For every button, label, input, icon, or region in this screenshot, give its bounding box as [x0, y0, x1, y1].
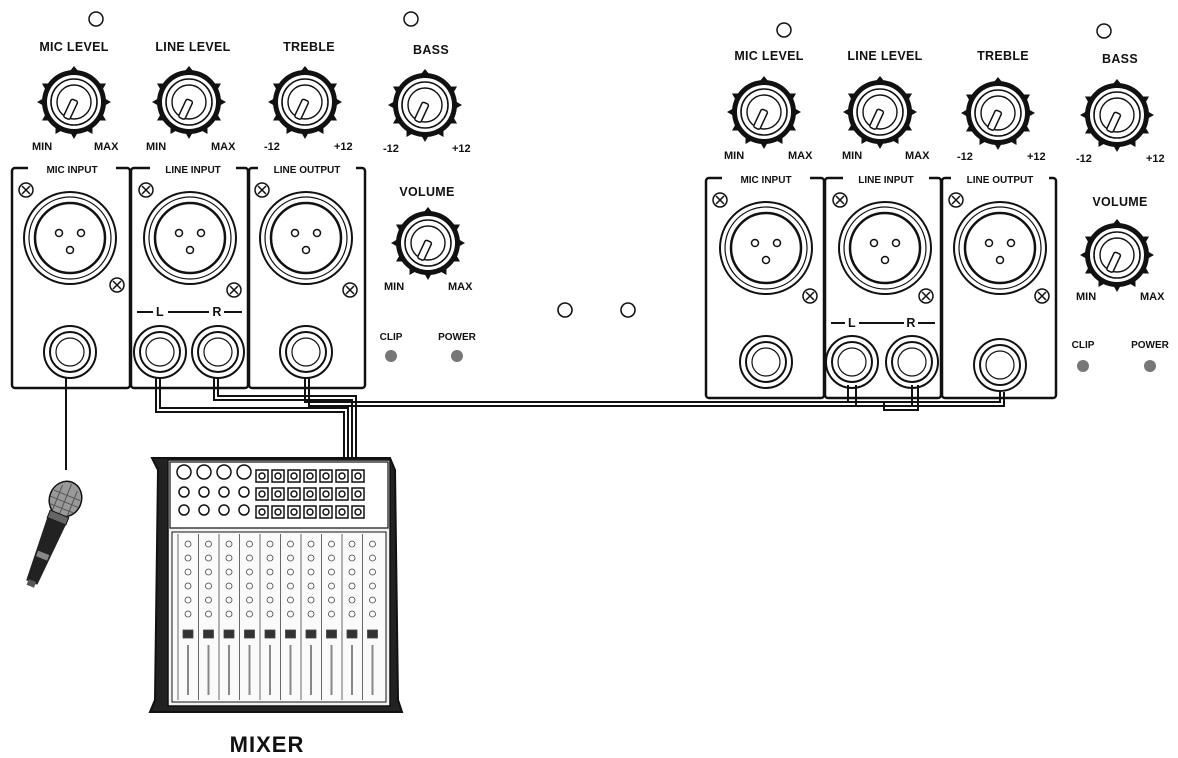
knob-max: +12 [452, 143, 471, 155]
knob-min: -12 [957, 151, 973, 163]
knob-min: MIN [724, 150, 744, 162]
section-header: LINE INPUT [165, 165, 221, 176]
indicator-circle [88, 11, 104, 27]
indicator-circle [1096, 23, 1112, 39]
knob-max: MAX [905, 150, 930, 162]
knob-min: MIN [32, 141, 52, 153]
volume-label: VOLUME [399, 185, 454, 199]
knob-max: MAX [1140, 291, 1165, 303]
mic-level-knob[interactable] [726, 75, 802, 150]
knob-min: -12 [1076, 153, 1092, 165]
line-output-jack[interactable] [279, 325, 333, 379]
volume-knob[interactable] [390, 206, 466, 281]
power-led [451, 350, 463, 362]
knob-min: MIN [384, 281, 404, 293]
mixer-icon [148, 457, 404, 713]
clip-label: CLIP [380, 332, 403, 343]
clip-led [1077, 360, 1089, 372]
knob-min: -12 [264, 141, 280, 153]
left-unit: MIC LEVEL LINE LEVEL TREBLE BASS MIN MAX… [10, 11, 477, 390]
power-led [1144, 360, 1156, 372]
knob-min: MIN [146, 141, 166, 153]
power-label: POWER [438, 332, 477, 343]
cable-line-in-left [155, 378, 345, 470]
knob-label: TREBLE [977, 49, 1029, 63]
knob-max: +12 [334, 141, 353, 153]
mic-input-jack[interactable] [739, 335, 793, 389]
knob-label: BASS [1102, 52, 1138, 66]
knob-label: MIC LEVEL [734, 49, 803, 63]
line-level-knob[interactable] [151, 65, 227, 140]
knob-max: +12 [1027, 151, 1046, 163]
treble-knob[interactable] [267, 65, 343, 140]
line-input-jack-right[interactable] [191, 325, 245, 379]
power-label: POWER [1131, 340, 1170, 351]
microphone-icon [26, 480, 83, 588]
line-output-jack[interactable] [973, 338, 1027, 392]
knob-max: MAX [211, 141, 236, 153]
knob-label: LINE LEVEL [155, 40, 230, 54]
treble-knob[interactable] [960, 76, 1036, 151]
mixer-label: MIXER [230, 732, 305, 757]
mounting-hole [620, 302, 636, 318]
channel-right-label: R [906, 316, 915, 330]
mic-input-xlr[interactable] [718, 200, 814, 296]
line-input-jack-left[interactable] [825, 335, 879, 389]
indicator-circle [776, 22, 792, 38]
knob-min: -12 [383, 143, 399, 155]
cables [65, 378, 1005, 470]
knob-min: MIN [1076, 291, 1096, 303]
line-input-jack-left[interactable] [133, 325, 187, 379]
knob-label: TREBLE [283, 40, 335, 54]
mic-input-xlr[interactable] [22, 190, 118, 286]
cable-line-in-right [213, 378, 353, 470]
line-output-xlr[interactable] [258, 190, 354, 286]
section-header: LINE OUTPUT [967, 175, 1034, 186]
bass-knob[interactable] [1079, 78, 1155, 153]
knob-max: +12 [1146, 153, 1165, 165]
mic-level-knob[interactable] [36, 65, 112, 140]
volume-label: VOLUME [1092, 195, 1147, 209]
cable-line-out-link [304, 378, 1001, 403]
knob-max: MAX [94, 141, 119, 153]
channel-right-label: R [212, 305, 221, 319]
section-header: MIC INPUT [46, 165, 97, 176]
channel-left-label: L [156, 305, 164, 319]
right-unit: MIC LEVEL LINE LEVEL TREBLE BASS MIN MAX… [704, 22, 1170, 400]
section-header: LINE OUTPUT [274, 165, 341, 176]
line-level-knob[interactable] [842, 75, 918, 150]
line-input-xlr[interactable] [142, 190, 238, 286]
knob-min: MIN [842, 150, 862, 162]
line-input-jack-right[interactable] [885, 335, 939, 389]
clip-led [385, 350, 397, 362]
mic-input-jack[interactable] [43, 325, 97, 379]
knob-label: LINE LEVEL [847, 49, 922, 63]
indicator-circle [403, 11, 419, 27]
mounting-hole [557, 302, 573, 318]
section-header: LINE INPUT [858, 175, 914, 186]
knob-max: MAX [448, 281, 473, 293]
line-output-xlr[interactable] [952, 200, 1048, 296]
clip-label: CLIP [1072, 340, 1095, 351]
knob-max: MAX [788, 150, 813, 162]
knob-label: MIC LEVEL [39, 40, 108, 54]
bass-knob[interactable] [387, 68, 463, 143]
line-input-xlr[interactable] [837, 200, 933, 296]
volume-knob[interactable] [1079, 218, 1155, 293]
knob-label: BASS [413, 43, 449, 57]
channel-left-label: L [848, 316, 856, 330]
section-header: MIC INPUT [740, 175, 791, 186]
